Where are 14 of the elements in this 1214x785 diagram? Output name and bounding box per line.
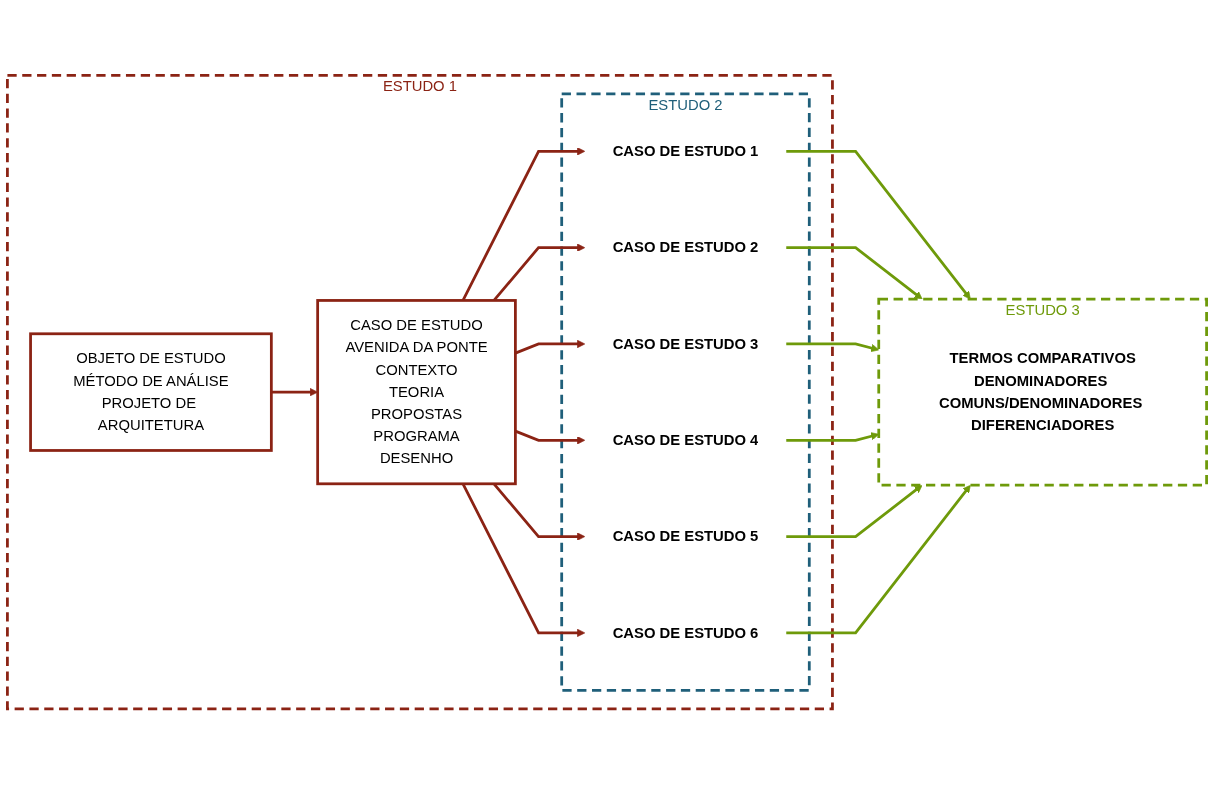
node-text: CASO DE ESTUDO 5 [612,528,759,545]
arrow [271,388,318,397]
arrow [786,485,923,539]
node-text: CASO DE ESTUDO 2 [612,239,759,256]
node-text: CASO DE ESTUDO 4 [612,432,759,449]
node-text: CASO DE ESTUDO 1 [612,143,759,160]
node-box: OBJETO DE ESTUDO MÉTODO DE ANÁLISE PROJETO DE ARQUITETURA [29,332,273,453]
node-text: TERMOS COMPARATIVOS DENOMINADORES COMUNS/DENOMINADORES DIFERENCIADORES [938,350,1143,434]
arrow [786,485,971,635]
arrow [786,150,971,300]
arrow [786,246,923,300]
node-text: CASO DE ESTUDO 3 [612,336,759,352]
node-box: CASO DE ESTUDO AVENIDA DA PONTE CONTEXTO TEORIA PROPOSTAS PROGRAMA DESENHO [316,299,517,486]
node-text: CASO DE ESTUDO 6 [612,624,759,641]
